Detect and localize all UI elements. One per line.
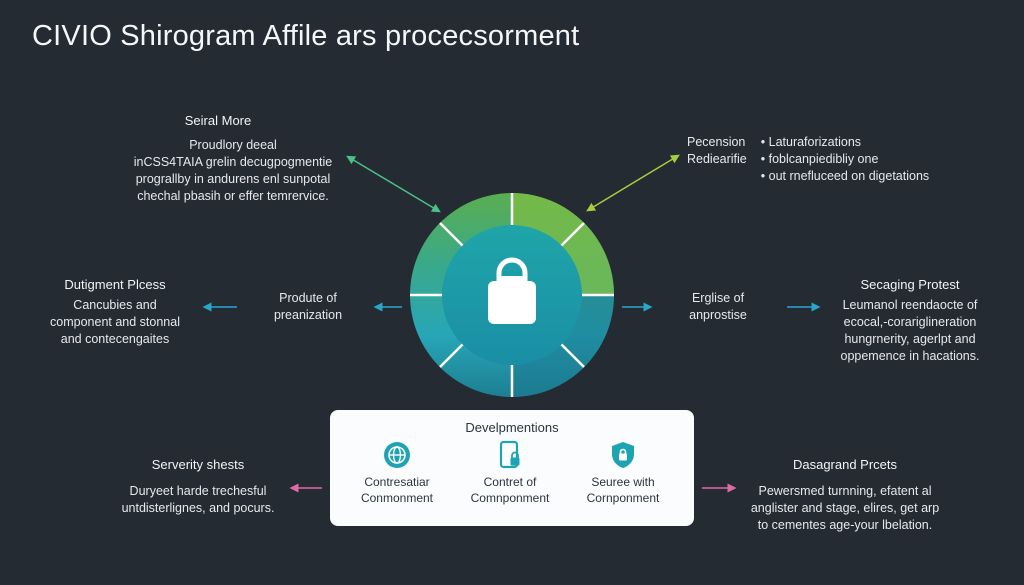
shield-icon xyxy=(608,440,638,470)
component-line: Comnponment xyxy=(470,491,550,505)
component-item: Seuree with Cornponment xyxy=(568,440,678,506)
top-left-line: chechal pbasih or effer temrervice. xyxy=(137,189,329,203)
top-left-line: inCSS4TAIA grelin decugpogmentie xyxy=(133,155,333,169)
component-line: Seuree with xyxy=(591,475,655,489)
bottom-right-line: to cementes age-your lbelation. xyxy=(757,518,933,532)
globe-icon xyxy=(382,440,412,470)
component-line: Cornponment xyxy=(586,491,660,505)
component-item: Contresatiar Conmonment xyxy=(342,440,452,506)
device-lock-icon xyxy=(495,440,525,470)
top-right-bullet: • out rnefluceed on digetations xyxy=(760,169,930,183)
mid-left-line: Cancubies and xyxy=(73,298,157,312)
page-title: CIVIO Shirogram Affile ars procecsorment xyxy=(32,20,580,52)
bottom-left-heading: Serverity shests xyxy=(151,457,245,472)
top-right-block: Pecension • Laturaforizations Rediearifi… xyxy=(687,134,929,185)
mid-inner-left-block: Produte of preanization xyxy=(262,290,354,324)
top-left-block: Seiral More Proudlory deeal inCSS4TAIA g… xyxy=(118,112,348,205)
bottom-right-line: anglister and stage, elires, get arp xyxy=(750,501,940,515)
mid-left-heading: Dutigment Plcess xyxy=(64,277,166,292)
card-title: Develpmentions xyxy=(465,420,559,435)
mid-inner-right-block: Erglise of anprostise xyxy=(675,290,761,324)
top-right-bullet: • Laturaforizations xyxy=(760,135,862,149)
mid-right-line: hungrnerity, agerlpt and xyxy=(844,332,976,346)
top-left-line: Proudlory deeal xyxy=(189,138,277,152)
mid-right-block: Secaging Protest Leumanol reendaocte of … xyxy=(830,276,990,365)
arrow-top-right xyxy=(586,154,680,212)
mid-right-line: ecocal,-corariglineration xyxy=(843,315,977,329)
bottom-right-line: Pewersmed turnning, efatent al xyxy=(758,484,932,498)
mid-inner-left-line: Produte of xyxy=(279,291,337,305)
component-line: Conmonment xyxy=(360,491,434,505)
top-right-term: Rediearifie xyxy=(687,152,747,166)
top-right-bullet: • foblcanpiedibliy one xyxy=(760,152,879,166)
developments-card: Develpmentions Contresatiar Conmonment C… xyxy=(330,410,694,526)
mid-right-line: oppemence in hacations. xyxy=(840,349,980,363)
mid-left-block: Dutigment Plcess Cancubies and component… xyxy=(40,276,190,348)
bottom-left-line: Duryeet harde trechesful xyxy=(129,484,267,498)
component-line: Contresatiar xyxy=(364,475,430,489)
bottom-left-line: untdisterlignes, and pocurs. xyxy=(121,501,275,515)
mid-left-line: and contecengaites xyxy=(60,332,170,346)
component-line: Contret of xyxy=(483,475,537,489)
component-item: Contret of Comnponment xyxy=(455,440,565,506)
bottom-left-block: Serverity shests Duryeet harde trechesfu… xyxy=(108,456,288,517)
mid-right-line: Leumanol reendaocte of xyxy=(842,298,978,312)
top-right-term: Pecension xyxy=(687,135,746,149)
top-left-line: prograllby in andurens enl sunpotal xyxy=(135,172,331,186)
bottom-right-block: Dasagrand Prcets Pewersmed turnning, efa… xyxy=(740,456,950,534)
mid-inner-left-line: preanization xyxy=(273,308,343,322)
mid-inner-right-line: anprostise xyxy=(689,308,747,322)
mid-inner-right-line: Erglise of xyxy=(691,291,745,305)
mid-left-line: component and stonnal xyxy=(50,315,180,329)
mid-right-heading: Secaging Protest xyxy=(860,277,960,292)
top-left-heading: Seiral More xyxy=(184,113,252,128)
arrow-top-left xyxy=(346,155,441,213)
padlock-icon xyxy=(488,257,536,324)
bottom-right-heading: Dasagrand Prcets xyxy=(792,457,898,472)
